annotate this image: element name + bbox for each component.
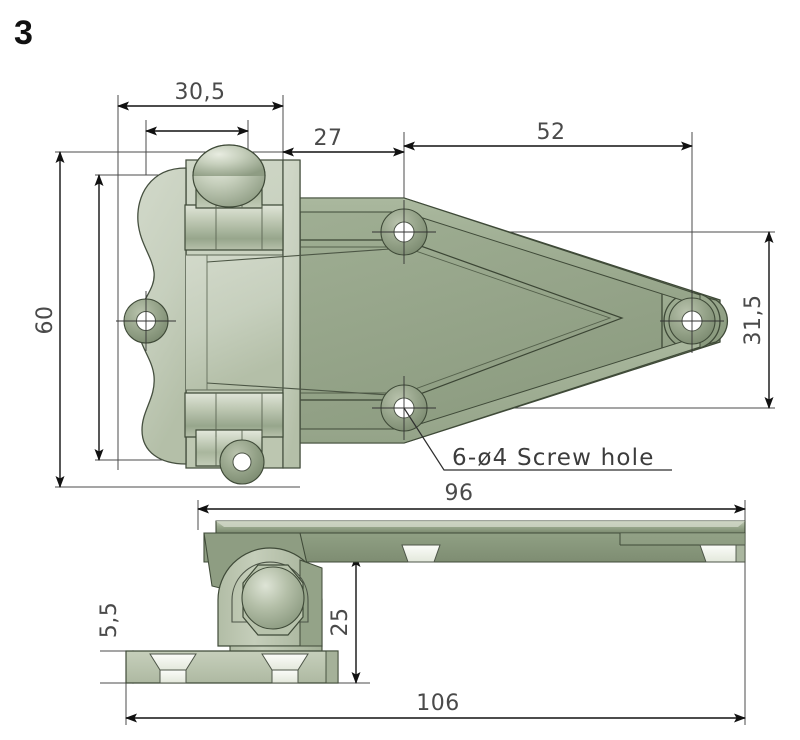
figure-number-label: 3 [14,14,33,52]
dimension-25: 25 [328,555,361,684]
screw-hole-right-tip [660,289,724,353]
upper-knuckle-assembly [184,144,284,251]
dimension-60: 60 [33,151,65,488]
side-view-group: 96 106 25 5,5 [97,481,746,725]
side-base-plate [125,650,339,684]
dimension-96-label: 96 [445,481,474,506]
screw-hole-left [116,291,176,351]
dimension-31-5: 31,5 [741,231,774,409]
screw-hole-upper-wing [372,200,436,264]
dimension-96: 96 [197,481,746,514]
dimension-52: 52 [403,120,693,151]
dimension-106-label: 106 [416,691,460,716]
dimension-5-5-label: 5,5 [97,602,122,639]
lower-knuckle-assembly [184,392,284,485]
dimension-27-label: 27 [314,126,343,151]
dimension-30-5-label: 30,5 [175,80,226,105]
side-slab-screw-notches [401,544,746,563]
screw-hole-callout-label: 6-ø4 Screw hole [452,445,655,471]
dimension-106: 106 [125,691,746,723]
screw-hole-group [116,200,724,440]
dimension-52-label: 52 [537,120,566,145]
hinge-leaf-wing [299,197,729,444]
dimension-25-label: 25 [328,608,353,637]
dimension-30-5: 30,5 [117,80,284,111]
top-view-group: 30,5 27 52 60 [33,80,775,488]
dimension-60-label: 60 [33,306,58,335]
dimension-31-5-label: 31,5 [741,295,766,346]
dimension-27: 27 [282,126,405,157]
screw-hole-callout: 6-ø4 Screw hole [403,407,672,471]
